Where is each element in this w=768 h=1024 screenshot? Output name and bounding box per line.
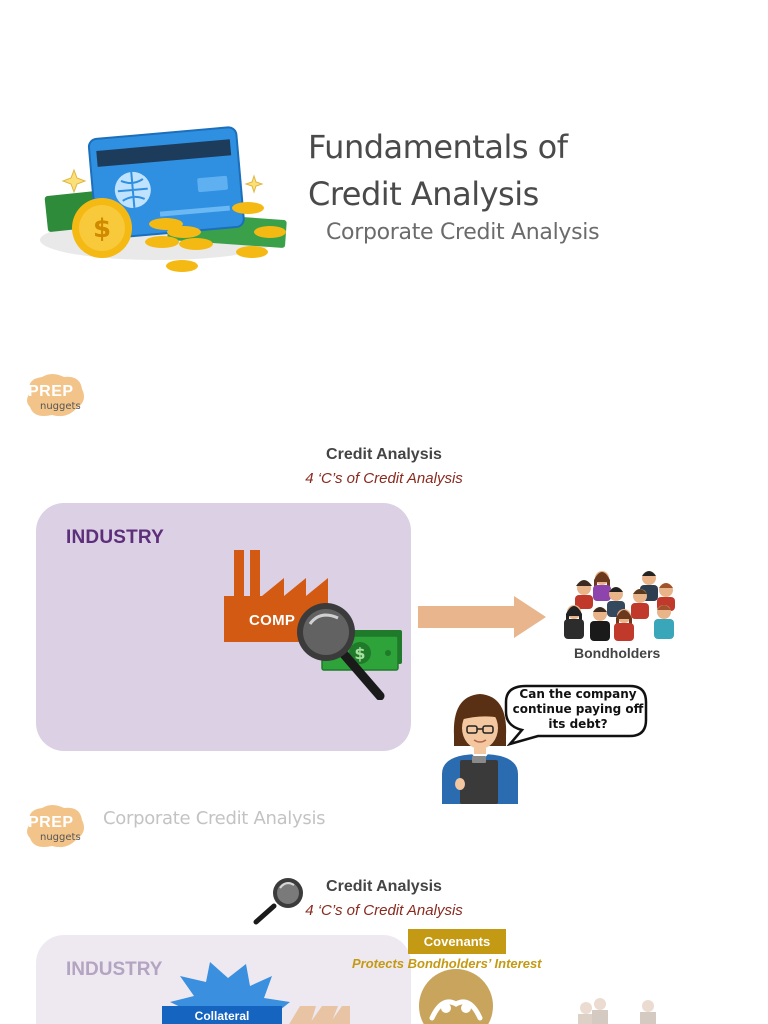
section-title-2: Credit Analysis	[326, 878, 442, 895]
bondholders-group-icon	[556, 566, 686, 642]
presentation-title: Fundamentals of Credit Analysis	[308, 124, 568, 218]
svg-text:$: $	[354, 644, 365, 663]
presentation-subtitle: Corporate Credit Analysis	[326, 220, 600, 245]
handshake-icon	[418, 968, 496, 1024]
logo-prep-text: PREP	[28, 383, 74, 400]
speech-bubble-text: Can the company continue paying off its …	[512, 687, 644, 731]
title-line-1: Fundamentals of	[308, 128, 568, 166]
title-line-2: Credit Analysis	[308, 175, 539, 213]
magnifying-glass-small-icon	[252, 876, 308, 926]
section-title: Credit Analysis	[326, 446, 442, 463]
bondholders-label: Bondholders	[574, 645, 661, 661]
covenants-label: Covenants	[408, 929, 506, 954]
magnifying-glass-icon	[294, 598, 386, 701]
covenants-description: Protects Bondholders’ Interest	[352, 956, 542, 971]
analyst-woman-icon	[440, 690, 520, 804]
right-arrow-icon	[418, 596, 546, 638]
logo-nuggets-text: nuggets	[40, 832, 81, 843]
collateral-label: Collateral	[162, 1006, 282, 1024]
speech-bubble	[498, 682, 650, 747]
logo-nuggets-text: nuggets	[40, 401, 81, 412]
section-subtitle-2: 4 ‘C’s of Credit Analysis	[305, 902, 463, 919]
prep-nuggets-logo-footer: PREP nuggets	[24, 804, 86, 850]
logo-prep-text: PREP	[28, 814, 74, 831]
industry-label: INDUSTRY	[66, 527, 165, 548]
svg-text:$: $	[93, 214, 111, 244]
footer-subtitle: Corporate Credit Analysis	[103, 808, 326, 829]
prep-nuggets-logo: PREP nuggets	[24, 373, 86, 419]
logo-blob-icon	[27, 374, 84, 417]
company-label: COMP	[249, 612, 296, 629]
credit-card-illustration: $	[38, 120, 298, 280]
logo-blob-icon	[27, 805, 84, 848]
bondholders-faded-icon	[574, 996, 670, 1024]
industry-label-faded: INDUSTRY	[66, 959, 163, 980]
section-subtitle: 4 ‘C’s of Credit Analysis	[305, 470, 463, 487]
